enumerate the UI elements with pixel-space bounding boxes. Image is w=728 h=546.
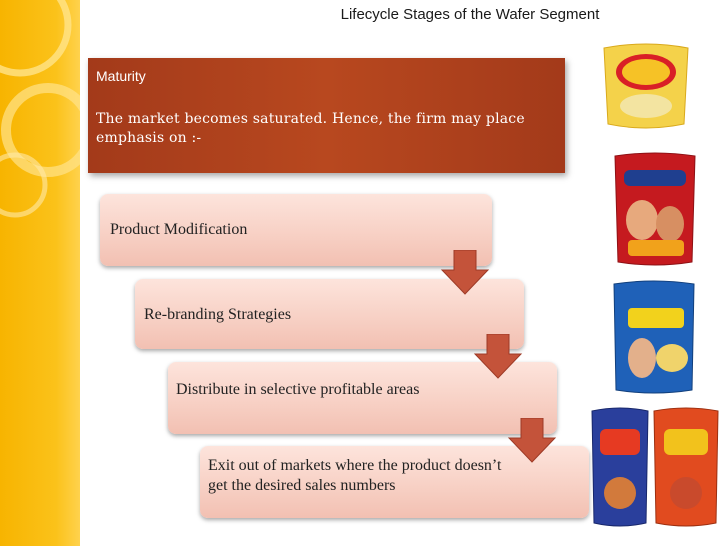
step-label: Exit out of markets where the product do… — [208, 457, 502, 494]
step-distribute: Distribute in selective profitable areas — [168, 362, 557, 434]
down-arrow-icon — [507, 418, 557, 463]
bhoot-hatke-jhatke-packets-image — [591, 407, 719, 527]
smart-chips-packet-image — [613, 280, 695, 394]
step-label: Product Modification — [110, 221, 248, 238]
down-arrow-icon — [473, 334, 523, 379]
down-arrow-icon — [440, 250, 490, 295]
left-decorative-bar — [0, 0, 80, 546]
step-re-branding: Re-branding Strategies — [135, 279, 524, 349]
step-exit-markets: Exit out of markets where the product do… — [200, 446, 589, 518]
maturity-box: Maturity The market becomes saturated. H… — [88, 58, 565, 173]
step-label: Re-branding Strategies — [144, 306, 292, 323]
maturity-text: The market becomes saturated. Hence, the… — [96, 111, 525, 146]
decorative-circles — [0, 0, 80, 218]
step-label: Distribute in selective profitable areas — [176, 381, 420, 398]
kurkure-packet-image — [614, 152, 696, 266]
slide-title: Lifecycle Stages of the Wafer Segment — [340, 6, 600, 23]
maturity-heading: Maturity — [96, 68, 146, 84]
step-product-modification: Product Modification — [100, 194, 492, 266]
lays-chips-packet-image — [603, 43, 689, 129]
